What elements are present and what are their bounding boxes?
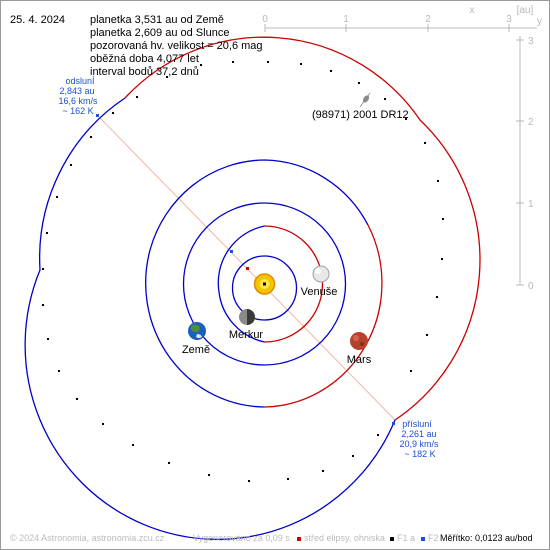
footer-generated: Vygenerováno za 0,09 s (193, 533, 290, 543)
footer-legend-f2: F2 (421, 533, 439, 543)
perihelion-marker (392, 422, 395, 425)
mars-label: Mars (347, 354, 372, 366)
info-line-1: planetka 3,531 au od Země (90, 14, 224, 26)
asteroid-orbit (24, 36, 481, 541)
perihelion-temp: ~ 182 K (404, 449, 435, 459)
aphelion-info: odslunÍ 2,843 au 16,6 km/s ~ 162 K (58, 76, 98, 116)
mars-orbit-blue (145, 159, 369, 408)
asteroid-markers (42, 61, 444, 482)
info-line-5: interval bodů 37,2 dnů (90, 66, 199, 78)
right-tick-2: 2 (528, 117, 534, 128)
center-legend-icon (297, 536, 301, 541)
right-tick-1: 1 (528, 199, 534, 210)
center-legend-label: střed elipsy, ohniska (304, 533, 385, 543)
f1-legend-label: F1 a (397, 533, 416, 543)
earth (188, 322, 206, 340)
top-axis-name: x (470, 5, 475, 16)
footer-legend-f1: F1 a (390, 533, 415, 543)
top-tick-2: 2 (425, 14, 431, 25)
footer-scale: Měřítko: 0,0123 au/bod (440, 533, 533, 543)
aphelion-temp: ~ 162 K (62, 106, 93, 116)
top-tick-3: 3 (506, 14, 512, 25)
ellipse-center-marker (246, 267, 249, 270)
earth-label: Země (182, 344, 210, 356)
asteroid-orbit-blue (24, 97, 396, 541)
top-tick-1: 1 (343, 14, 349, 25)
focus-f2-marker (230, 250, 233, 253)
footer-legend-center: střed elipsy, ohniska (297, 533, 385, 543)
aphelion-distance: 2,843 au (59, 86, 94, 96)
venus-label: Venuše (301, 286, 338, 298)
info-line-4: oběžná doba 4,077 let (90, 53, 199, 65)
perihelion-info: přísluní 2,261 au 20,9 km/s ~ 182 K (399, 419, 439, 459)
info-line-3: pozorovaná hv. velikost = 20,6 mag (90, 40, 263, 52)
mercury (239, 309, 255, 325)
footer-copyright: © 2024 Astronomia, astronomia.zcu.cz (10, 533, 165, 543)
perihelion-speed: 20,9 km/s (399, 439, 439, 449)
venus-orbit-blue-2 (218, 291, 265, 343)
aphelion-title: odslunÍ (65, 76, 95, 86)
top-tick-0: 0 (262, 14, 268, 25)
right-scale: 3 2 1 0 y (516, 16, 542, 292)
asteroid (359, 92, 371, 108)
footer: © 2024 Astronomia, astronomia.zcu.cz Vyg… (10, 533, 545, 547)
mercury-label: Merkur (229, 329, 264, 341)
f1-legend-icon (390, 536, 394, 541)
mercury-orbit (231, 255, 298, 321)
asteroid-label: (98971) 2001 DR12 (312, 109, 409, 121)
right-tick-0: 0 (528, 281, 534, 292)
venus-orbit-red (264, 225, 324, 343)
venus-orbit-blue (217, 225, 265, 293)
unit-label: [au] (517, 5, 534, 16)
aphelion-marker (96, 114, 99, 117)
right-tick-3: 3 (528, 36, 534, 47)
info-line-2: planetka 2,609 au od Slunce (90, 27, 229, 39)
earth-orbit (182, 202, 347, 366)
sun (253, 273, 276, 295)
perihelion-distance: 2,261 au (401, 429, 436, 439)
perihelion-title: přísluní (402, 419, 432, 429)
aphelion-speed: 16,6 km/s (58, 96, 98, 106)
f2-legend-label: F2 (428, 533, 439, 543)
venus (312, 265, 330, 283)
f2-legend-icon (421, 536, 425, 541)
asteroid-orbit-red (124, 36, 481, 421)
right-axis-name: y (537, 16, 542, 27)
top-scale: 0 1 2 3 x [au] (262, 5, 537, 32)
date-label: 25. 4. 2024 (10, 14, 65, 26)
mars (350, 332, 368, 350)
